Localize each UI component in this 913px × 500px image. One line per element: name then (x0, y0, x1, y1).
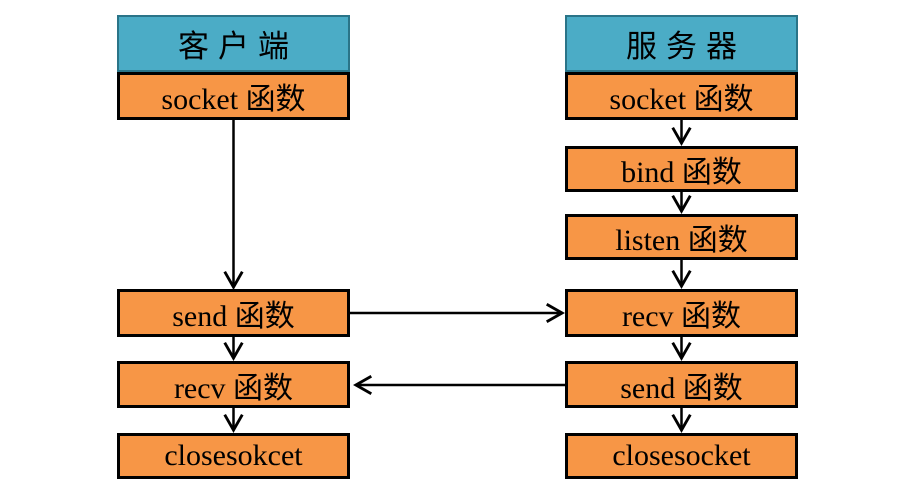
server-node-closesocket: closesocket (565, 433, 798, 479)
server-node-socket: socket 函数 (565, 72, 798, 120)
server-node-send: send 函数 (565, 361, 798, 408)
server-node-listen: listen 函数 (565, 214, 798, 260)
client-node-closesokcet: closesokcet (117, 433, 350, 479)
client-node-send: send 函数 (117, 289, 350, 337)
server-node-bind: bind 函数 (565, 146, 798, 192)
server-header: 服务器 (565, 15, 798, 72)
client-node-socket: socket 函数 (117, 72, 350, 120)
client-node-recv: recv 函数 (117, 361, 350, 408)
server-node-recv: recv 函数 (565, 289, 798, 337)
client-header: 客户端 (117, 15, 350, 72)
